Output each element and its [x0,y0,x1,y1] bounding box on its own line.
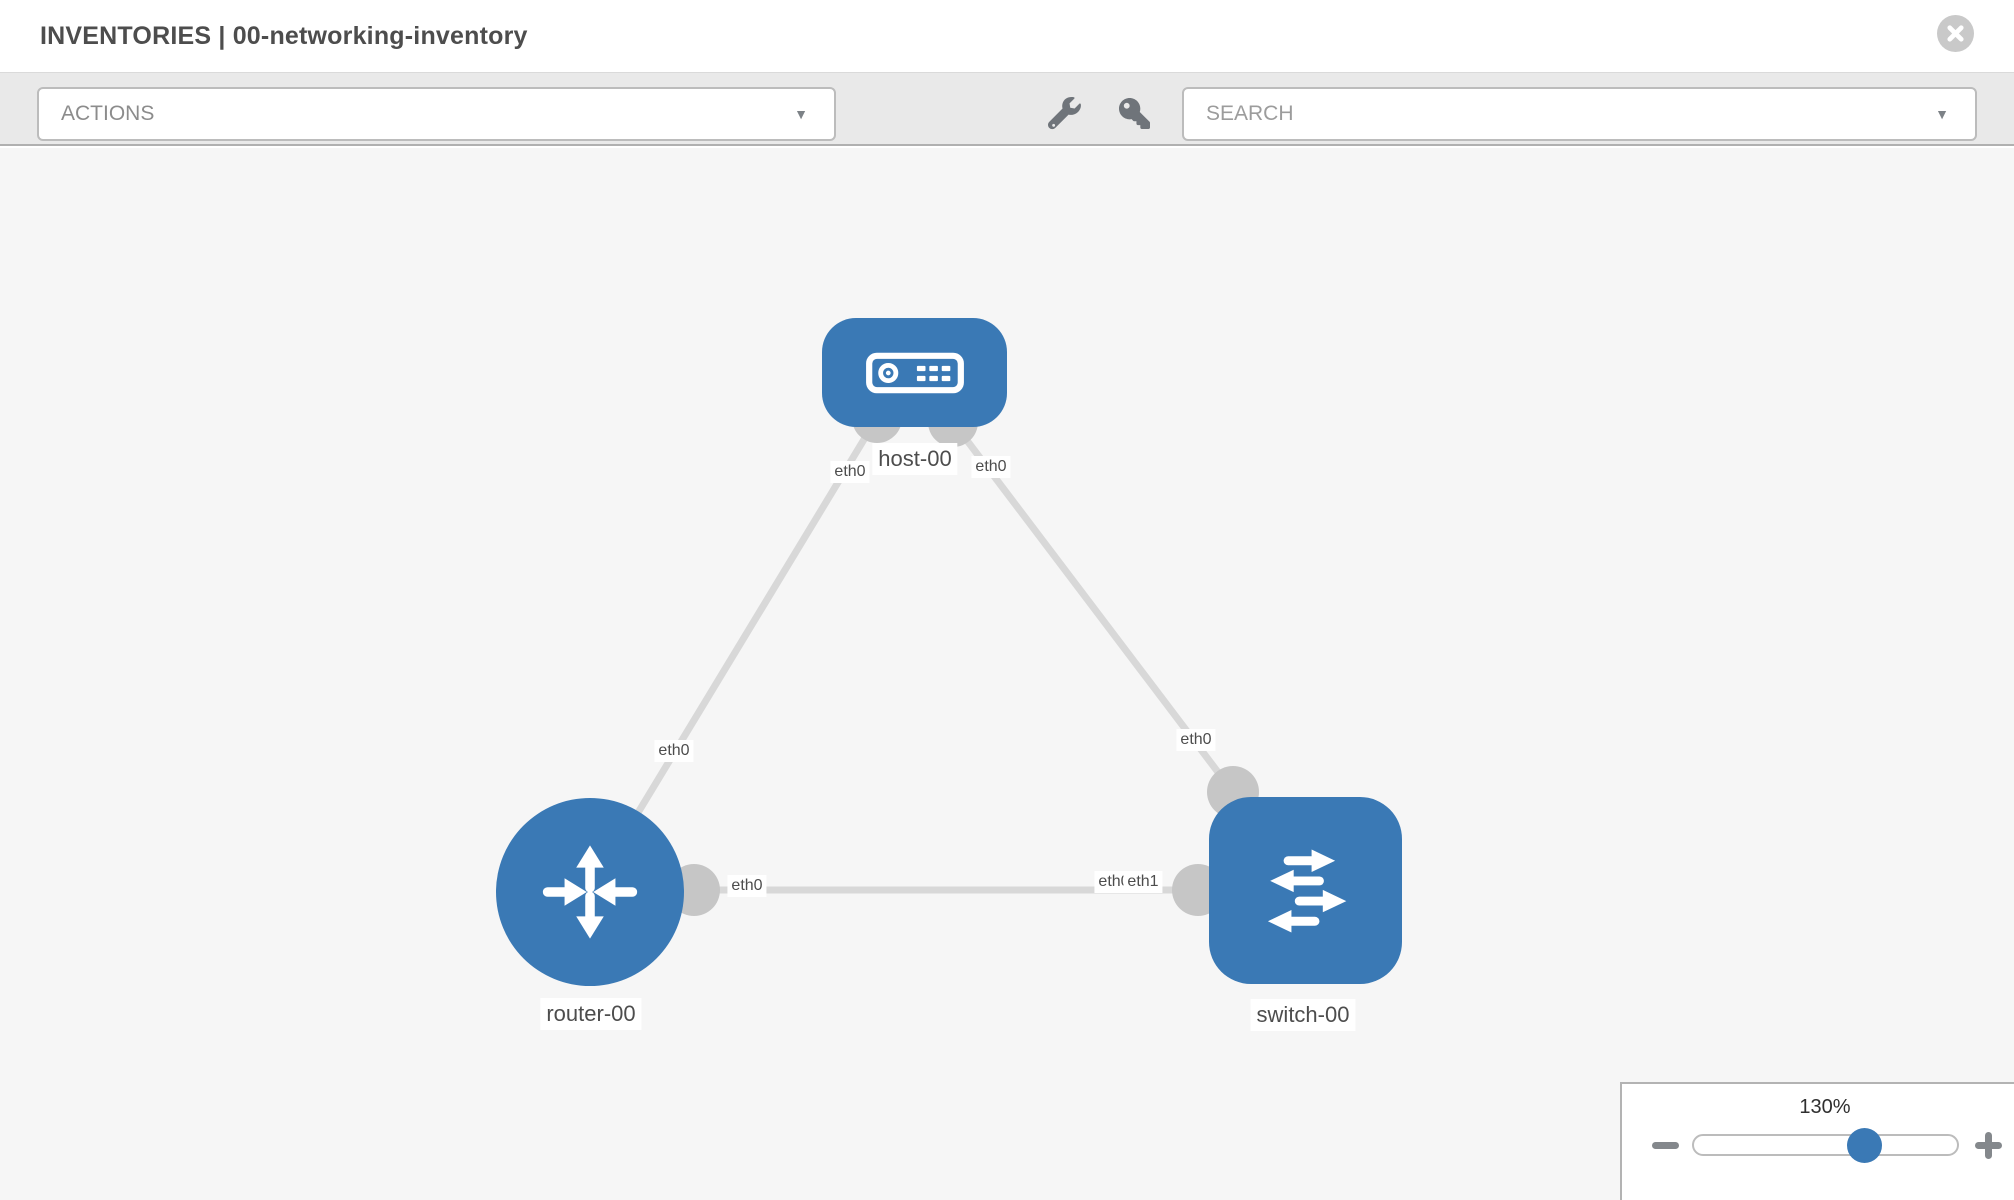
chevron-down-icon[interactable]: ▼ [794,106,808,122]
node-host-00[interactable] [822,318,1007,427]
node-router-00[interactable] [496,798,684,986]
interface-label-router-eth0: eth0 [727,875,767,897]
interface-label-router-eth0-uplink: eth0 [654,740,694,762]
zoom-slider-track[interactable] [1692,1134,1959,1156]
search-input[interactable] [1184,89,1975,139]
actions-dropdown-label: ACTIONS [61,102,155,125]
links-layer [587,393,1259,916]
node-switch-00[interactable] [1209,797,1402,984]
node-label-host: host-00 [872,443,958,475]
zoom-slider-thumb[interactable] [1847,1128,1882,1163]
interface-label-switch-eth0-uplink: eth0 [1176,729,1216,751]
chevron-down-icon[interactable]: ▼ [1935,106,1949,122]
interface-label-host-eth0-left: eth0 [830,461,870,483]
topology-canvas[interactable]: host-00 router-00 switch-00 eth0 eth0 et… [0,148,2014,1200]
node-label-switch: switch-00 [1250,999,1356,1031]
actions-dropdown[interactable]: ACTIONS ▼ [37,87,836,141]
configure-button[interactable] [1046,95,1082,131]
interface-label-host-eth0-right: eth0 [971,456,1011,478]
host-icon [865,352,964,393]
zoom-control-panel: 130% [1620,1082,2014,1200]
close-button[interactable] [1937,15,1974,52]
page-title: INVENTORIES | 00-networking-inventory [40,22,528,50]
zoom-in-icon[interactable] [1971,1128,2005,1162]
wrench-icon [1047,96,1081,129]
header: INVENTORIES | 00-networking-inventory [0,0,2014,73]
zoom-out-icon[interactable] [1652,1142,1679,1149]
node-label-router: router-00 [540,998,642,1030]
switch-icon [1267,849,1346,932]
router-icon [542,845,638,939]
credentials-button[interactable] [1116,95,1152,131]
interface-label-switch-eth1: eth1 [1123,871,1163,893]
toolbar: ACTIONS ▼ ▼ [0,73,2014,146]
search-dropdown[interactable]: ▼ [1182,87,1977,141]
key-icon [1118,97,1150,129]
zoom-level-value: 130% [1799,1096,1851,1118]
close-icon [1947,25,1964,42]
